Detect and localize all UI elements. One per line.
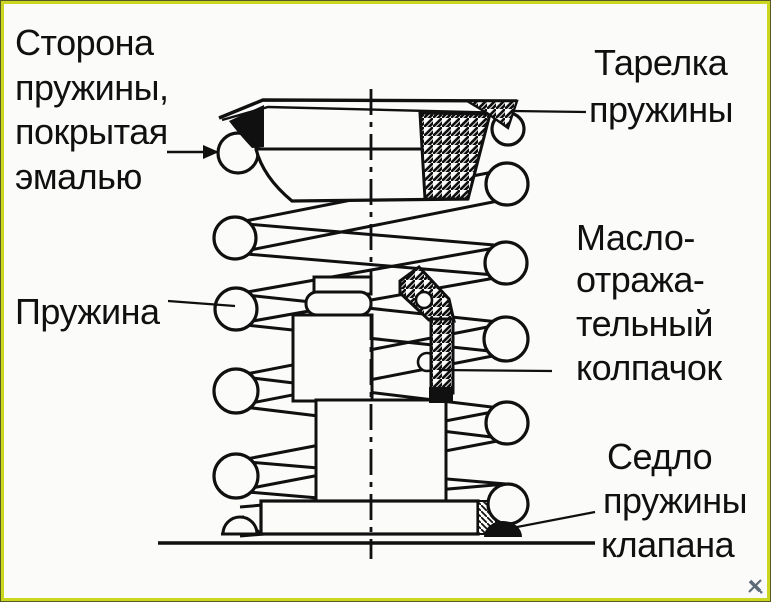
- leader-spring: [167, 299, 236, 308]
- label-line: Тарелка: [594, 42, 729, 83]
- enamel-spring-end: [229, 105, 264, 148]
- label-seat: Седло пружины клапана: [601, 436, 747, 565]
- label-line: Пружина: [15, 291, 161, 332]
- label-line: пружины: [589, 89, 733, 130]
- label-line: тельный: [576, 303, 713, 344]
- annotation-lines: [167, 109, 596, 531]
- plate-tip-hatch: [462, 99, 519, 130]
- leader-plate: [512, 109, 587, 114]
- arrow-enamel-side: [167, 145, 219, 159]
- label-line: пружины: [603, 480, 747, 521]
- leader-seat: [506, 510, 596, 531]
- plate-section-hatch: [418, 111, 492, 201]
- label-line: эмалью: [15, 156, 142, 197]
- oil-deflector-cap: [398, 265, 456, 403]
- leader-oil-cap: [438, 368, 553, 373]
- label-line: отража-: [576, 259, 704, 300]
- label-line: Сторона: [15, 22, 155, 63]
- seat-washer-lip: [484, 521, 522, 537]
- label-line: Масло-: [576, 217, 695, 258]
- label-spring: Пружина: [15, 291, 161, 332]
- label-line: покрытая: [15, 111, 168, 152]
- spring-plate: [218, 98, 519, 203]
- label-line: клапана: [601, 524, 736, 565]
- spring-seat: [221, 482, 530, 537]
- label-line: пружины,: [15, 67, 168, 108]
- label-spring-plate: Тарелка пружины: [589, 42, 733, 130]
- tools-icon: [748, 579, 763, 594]
- label-enamel-side: Сторона пружины, покрытая эмалью: [15, 22, 169, 197]
- valve-guide: [291, 275, 448, 505]
- bottom-coil-end: [221, 515, 259, 536]
- label-oil-cap: Масло- отража- тельный колпачок: [576, 217, 723, 388]
- label-line: Седло: [607, 436, 712, 477]
- label-line: колпачок: [576, 347, 722, 388]
